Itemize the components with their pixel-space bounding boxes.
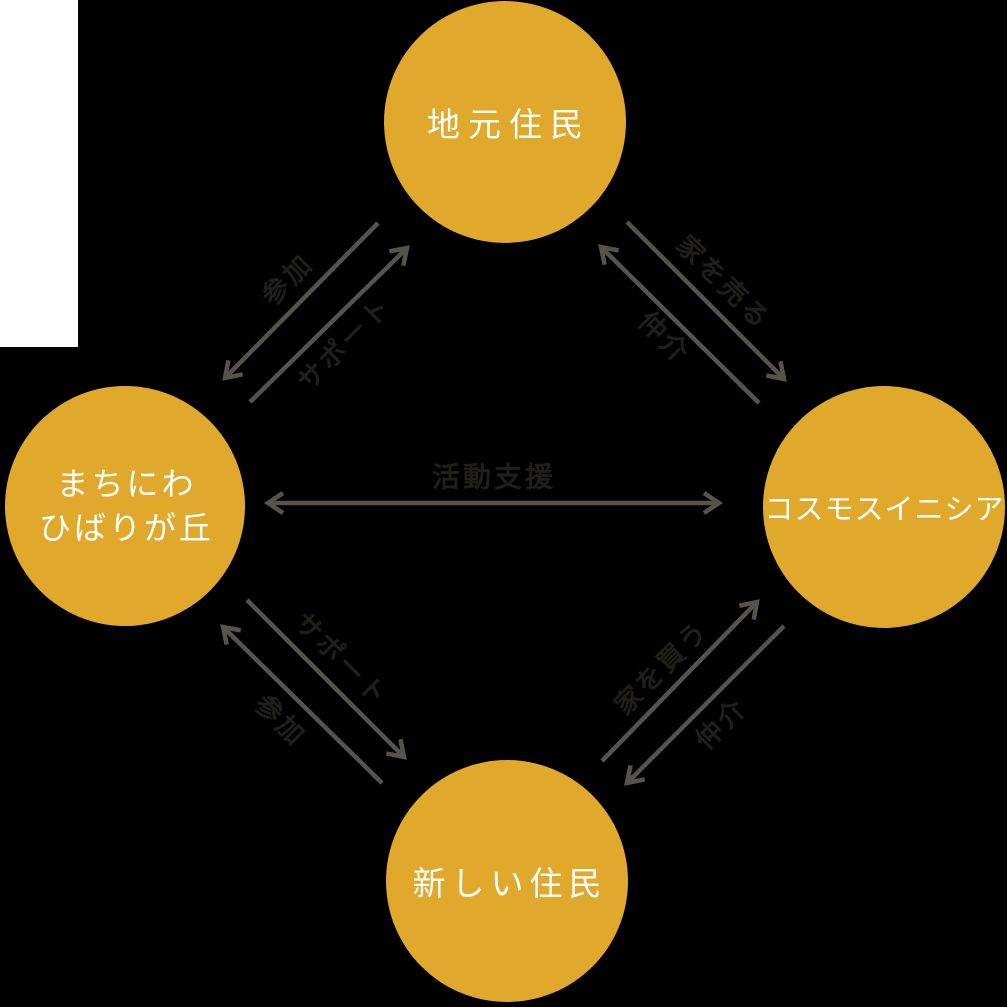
arrow-line — [248, 246, 409, 404]
arrowhead-icon — [598, 244, 620, 266]
arrowhead-icon — [624, 764, 646, 786]
arrowhead-icon — [702, 491, 724, 515]
arrowhead-icon — [220, 624, 242, 646]
arrow-line — [245, 598, 406, 759]
node-label-line: 新しい住民 — [412, 864, 608, 903]
edge-machiniwa-hibarigaoka-to-cosmos-initia: 活動支援 — [263, 461, 724, 515]
node-label: 地元住民 — [427, 98, 583, 146]
arrowhead-icon — [765, 360, 787, 382]
arrowhead-icon — [388, 245, 410, 267]
arrow-line — [625, 220, 786, 381]
arrow-line — [221, 625, 384, 785]
node-label: まちにわひばりが丘 — [39, 462, 211, 550]
node-label-line: まちにわ — [56, 464, 197, 503]
arrowhead-icon — [738, 599, 760, 621]
node-label: コスモスイニシア — [764, 486, 1003, 528]
node-new-residents: 新しい住民 — [386, 760, 628, 1002]
arrowhead-icon — [385, 738, 407, 760]
node-cosmos-initia: コスモスイニシア — [763, 386, 1005, 628]
arrowhead-icon — [263, 491, 285, 515]
node-label-line: コスモスイニシア — [764, 492, 1005, 526]
arrow-line — [223, 221, 380, 380]
arrowhead-icon — [222, 359, 244, 381]
arrow-line — [599, 245, 761, 405]
arrow-line — [625, 624, 786, 785]
node-label-line: 地元住民 — [427, 105, 591, 144]
background-white-patch — [0, 0, 78, 347]
node-label-line: ひばりが丘 — [38, 509, 214, 547]
node-machiniwa-hibarigaoka: まちにわひばりが丘 — [5, 386, 245, 626]
edge-label: 活動支援 — [432, 461, 556, 494]
arrow-line — [600, 600, 759, 763]
node-local-residents: 地元住民 — [384, 1, 626, 243]
node-label: 新しい住民 — [413, 857, 602, 905]
